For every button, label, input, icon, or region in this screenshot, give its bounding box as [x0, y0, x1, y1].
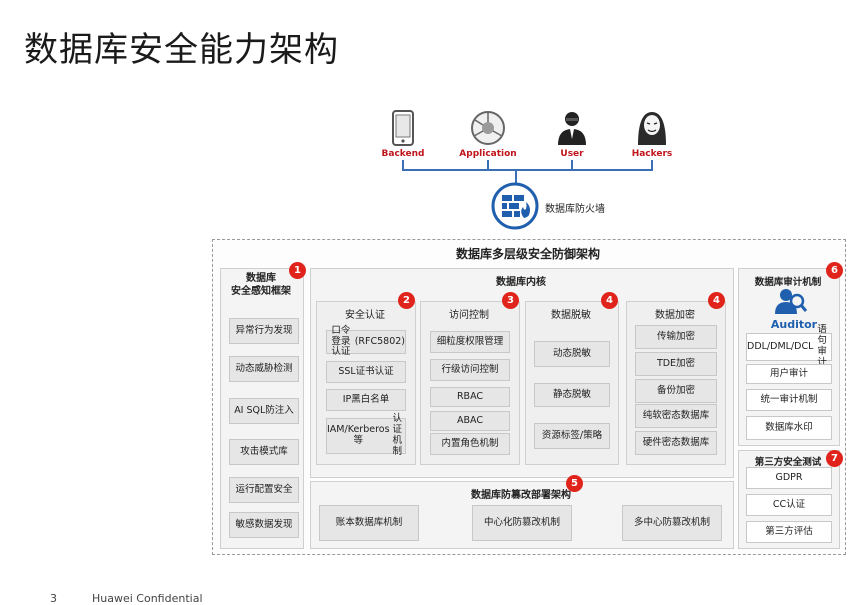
kernel-title: 数据库内核 [496, 277, 546, 288]
actor-application: Application [443, 110, 533, 159]
perception-item: 异常行为发现 [229, 318, 299, 344]
kernel-item: 纯软密态数据库 [635, 404, 717, 428]
step-badge: 3 [502, 292, 519, 309]
perception-item: 攻击模式库 [229, 439, 299, 465]
kernel-column-title: 数据加密 [655, 310, 695, 321]
kernel-item: RBAC [430, 387, 510, 407]
step-badge: 7 [826, 450, 843, 467]
kernel-item: 口令登录认证(RFC5802) [326, 325, 406, 357]
perception-title-line1: 数据库 [246, 273, 276, 284]
kernel-item: 硬件密态数据库 [635, 431, 717, 455]
kernel-item: TDE加密 [635, 352, 717, 376]
kernel-item: 行级访问控制 [430, 359, 510, 381]
kernel-item: 资源标签/策略 [534, 423, 610, 449]
connector-line [487, 160, 489, 170]
kernel-item: IP黑白名单 [326, 389, 406, 411]
hacker-mask-icon [638, 112, 666, 145]
kernel-column-title: 数据脱敏 [551, 310, 591, 321]
actor-hackers: Hackers [607, 110, 697, 159]
connector-line [515, 170, 517, 185]
audit-item: 用户审计 [746, 364, 832, 384]
actor-label: User [560, 149, 584, 159]
firewall-label: 数据库防火墙 [545, 204, 605, 215]
connector-bus [402, 169, 653, 171]
perception-item: 运行配置安全 [229, 477, 299, 503]
actor-backend: Backend [358, 110, 448, 159]
audit-item: 数据库水印 [746, 416, 832, 440]
actor-user: User [527, 110, 617, 159]
firewall-brick-icon [491, 182, 539, 230]
audit-item: 统一审计机制 [746, 389, 832, 411]
kernel-item: SSL证书认证 [326, 361, 406, 383]
actor-label: Application [459, 149, 517, 159]
perception-item: 动态威胁检测 [229, 356, 299, 382]
step-badge: 6 [826, 262, 843, 279]
step-badge: 2 [398, 292, 415, 309]
kernel-item: IAM/Kerberos等认证机制 [326, 413, 406, 457]
step-badge: 4 [601, 292, 618, 309]
perception-title-line2: 安全感知框架 [231, 285, 291, 297]
thirdparty-item: 第三方评估 [746, 521, 832, 543]
auditor-label: Auditor [770, 318, 818, 331]
kernel-item: 传输加密 [635, 325, 717, 349]
user-suit-icon [558, 112, 586, 145]
connector-line [571, 160, 573, 170]
connector-line [402, 160, 404, 170]
mobile-phone-icon [392, 110, 414, 146]
architecture-title: 数据库多层级安全防御架构 [455, 247, 600, 261]
tamper-item: 账本数据库机制 [319, 505, 419, 541]
kernel-item: 静态脱敏 [534, 383, 610, 407]
firewall-node [491, 182, 539, 234]
connector-line [651, 160, 653, 170]
kernel-column-title: 访问控制 [449, 310, 489, 321]
perception-item: 敏感数据发现 [229, 512, 299, 538]
step-badge: 4 [708, 292, 725, 309]
tamper-title: 数据库防篡改部署架构 [471, 490, 571, 501]
actor-label: Backend [381, 149, 425, 159]
kernel-item: 动态脱敏 [534, 341, 610, 367]
tamper-item: 中心化防篡改机制 [472, 505, 572, 541]
audit-title: 数据库审计机制 [754, 277, 822, 288]
thirdparty-item: CC认证 [746, 494, 832, 516]
perception-title: 数据库 安全感知框架 [220, 273, 302, 298]
thirdparty-title: 第三方安全测试 [754, 457, 822, 468]
kernel-column-title: 安全认证 [345, 310, 385, 321]
tamper-item: 多中心防篡改机制 [622, 505, 722, 541]
kernel-item: 备份加密 [635, 379, 717, 403]
perception-item: AI SQL防注入 [229, 398, 299, 424]
step-badge: 5 [566, 475, 583, 492]
kernel-item: 细粒度权限管理 [430, 331, 510, 353]
step-badge: 1 [289, 262, 306, 279]
page-title: 数据库安全能力架构 [24, 30, 339, 70]
kernel-item: 内置角色机制 [430, 433, 510, 455]
kernel-item: ABAC [430, 411, 510, 431]
actor-label: Hackers [631, 149, 673, 159]
network-globe-icon [471, 111, 505, 145]
thirdparty-item: GDPR [746, 467, 832, 489]
auditor-icon [773, 287, 808, 319]
